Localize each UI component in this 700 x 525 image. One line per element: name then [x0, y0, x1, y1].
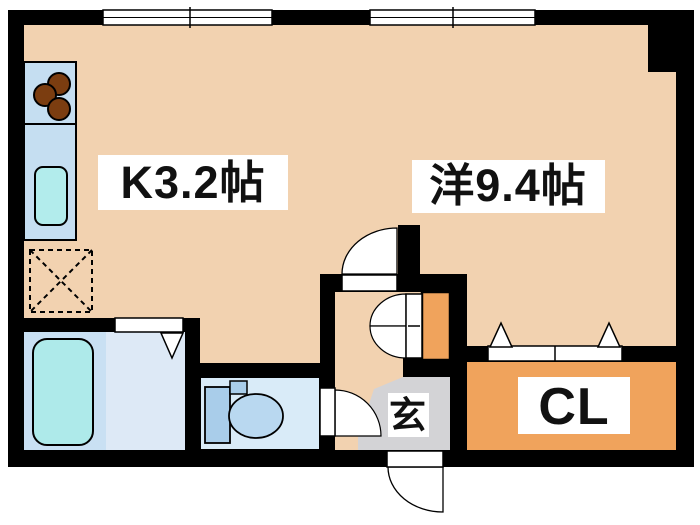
entrance-door-swing: [387, 466, 444, 513]
closet-label: CL: [538, 378, 609, 436]
wall-outer-left: [8, 10, 24, 467]
burner-icon: [47, 97, 71, 121]
room-label-kitchen: K3.2帖: [98, 155, 288, 210]
toilet-door-swing: [334, 389, 382, 437]
toilet-cistern-basin: [229, 380, 248, 395]
hall-door-swing: [341, 227, 398, 275]
room-label-entrance: 玄: [388, 393, 429, 437]
wall-outer-right: [676, 10, 694, 467]
shoe-cabinet: [420, 290, 452, 362]
toilet-tank: [204, 386, 231, 444]
wall-outer-bottom: [8, 450, 694, 467]
window-right: [369, 7, 536, 28]
wall-corner-pillar: [648, 10, 676, 72]
bathtub: [32, 338, 94, 446]
toilet: [204, 380, 284, 444]
toilet-door-leaf: [319, 387, 336, 437]
refrigerator-space-outline: [29, 249, 93, 313]
bath-door-swing-mark: [159, 332, 185, 360]
wall-stub: [398, 225, 420, 292]
label-background: [388, 393, 429, 437]
label-background: [412, 160, 605, 213]
doors: [319, 227, 623, 513]
hall-floor-sliver: [335, 436, 358, 450]
bathroom: [32, 317, 185, 446]
kitchen-sink: [34, 166, 68, 226]
entrance-label: 玄: [389, 395, 427, 436]
label-background: [98, 155, 288, 210]
room-label-western-room: 洋9.4帖: [412, 160, 605, 213]
wall-bath-toilet: [185, 318, 200, 450]
refrigerator-space-cross: [29, 249, 93, 313]
western-room-label: 洋9.4帖: [429, 160, 587, 211]
window-left: [102, 7, 273, 28]
stove-burners-icon: [33, 72, 71, 121]
kitchen-label: K3.2帖: [120, 157, 265, 208]
entrance-door-leaf: [386, 450, 444, 468]
wall-hall-east: [450, 288, 467, 450]
toilet-bowl: [228, 393, 284, 439]
refrigerator-space: [29, 249, 93, 313]
room-label-closet: CL: [518, 377, 630, 436]
closet-door-swing-mark: [596, 321, 622, 348]
burner-icon: [33, 83, 57, 107]
kitchen-unit: [23, 61, 93, 313]
label-background: [518, 377, 630, 434]
wall-under-cabinet: [403, 358, 450, 377]
bath-door: [114, 317, 184, 333]
closet-door-swing-mark: [488, 321, 514, 348]
bifold-door-swing-bottom: [369, 325, 407, 359]
wall-toilet-top: [198, 363, 335, 377]
hall-door-leaf: [341, 274, 398, 292]
refrigerator-space-cross: [29, 249, 93, 313]
